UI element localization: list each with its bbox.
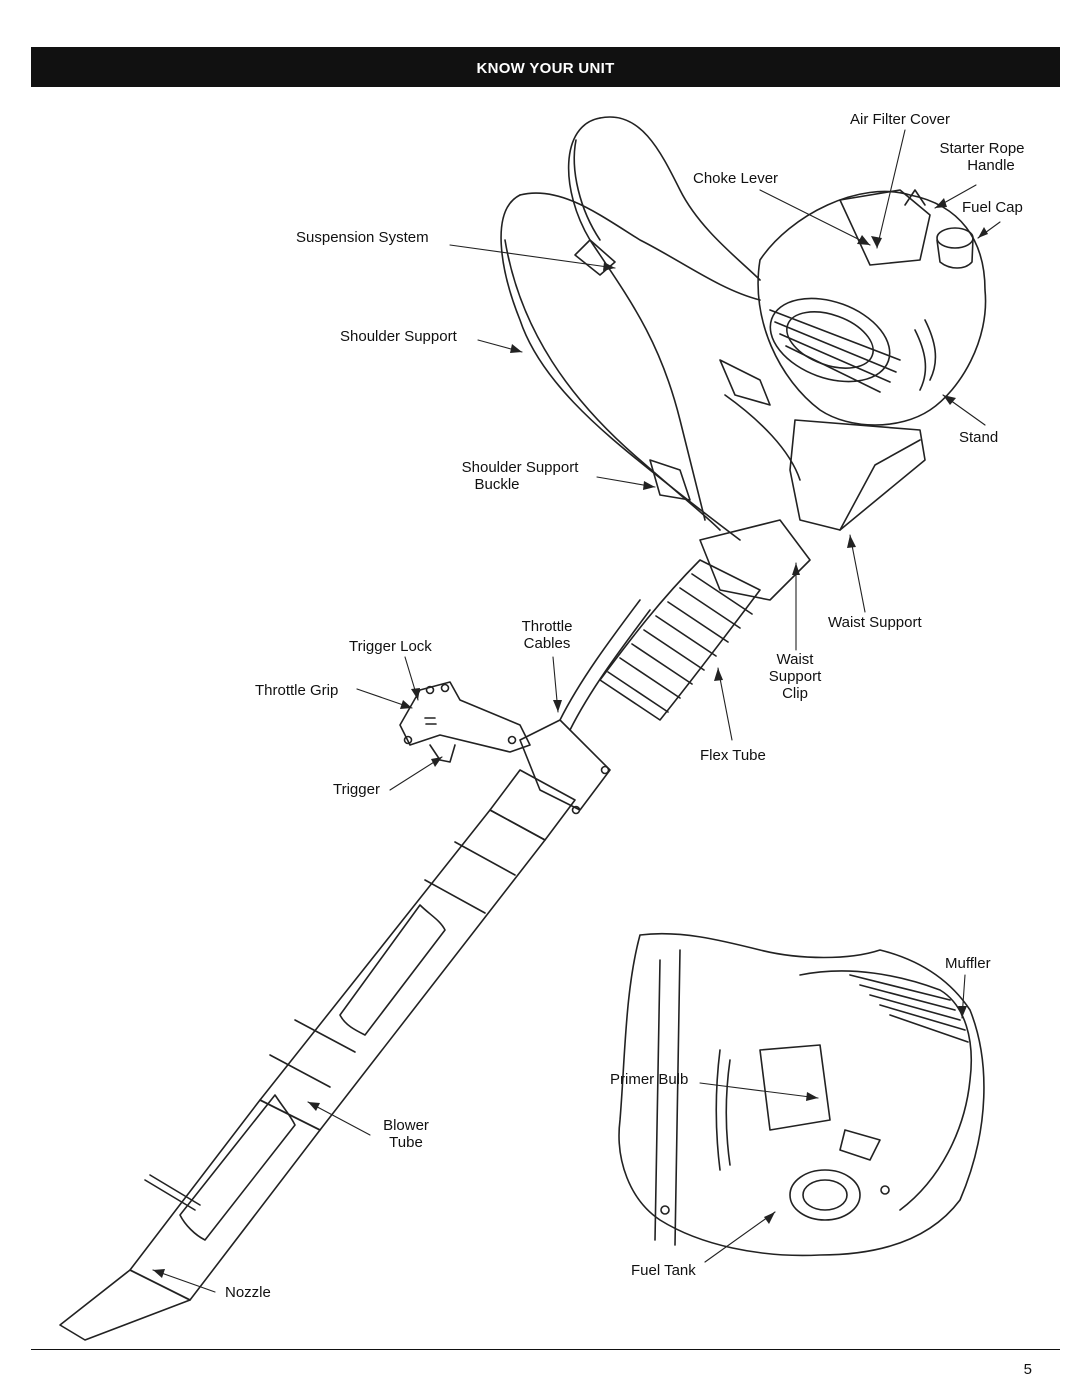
label-trigger: Trigger (333, 781, 380, 798)
label-shoulder-support-buckle: Shoulder Support Buckle (452, 459, 588, 493)
harness-illustration (500, 116, 801, 541)
label-buckle-line1: Shoulder Support (461, 459, 579, 476)
label-throttle-cables-line2: Cables (523, 635, 571, 652)
label-fuel-tank: Fuel Tank (631, 1262, 696, 1279)
label-shoulder-support: Shoulder Support (340, 328, 457, 345)
label-blower-tube: Blower Tube (376, 1117, 436, 1151)
blower-tube-illustration (59, 719, 611, 1341)
leader-arrowheads (153, 198, 988, 1278)
leader-lines (152, 129, 1001, 1293)
label-suspension-system: Suspension System (296, 229, 429, 246)
label-starter-rope-line1: Starter Rope (939, 140, 1025, 157)
label-trigger-lock: Trigger Lock (349, 638, 432, 655)
label-muffler: Muffler (945, 955, 991, 972)
label-buckle-line2: Buckle (474, 476, 520, 493)
label-blower-tube-line1: Blower (383, 1117, 429, 1134)
label-starter-rope-handle: Starter Rope Handle (930, 140, 1034, 174)
footer-rule (31, 1349, 1060, 1350)
label-throttle-cables: Throttle Cables (513, 618, 581, 652)
flex-tube-illustration (559, 519, 811, 731)
label-blower-tube-line2: Tube (389, 1134, 423, 1151)
throttle-grip-illustration (399, 681, 531, 763)
label-waist-clip-line1: Waist (776, 651, 814, 668)
engine-illustration (757, 189, 987, 531)
label-choke-lever: Choke Lever (693, 170, 779, 187)
section-title: KNOW YOUR UNIT (476, 60, 615, 77)
label-waist-clip-line2: Support (768, 668, 822, 685)
label-stand: Stand (959, 429, 999, 446)
label-waist-clip-line3: Clip (782, 685, 808, 702)
label-air-filter-cover: Air Filter Cover (850, 111, 951, 128)
label-waist-support-clip: Waist Support Clip (762, 651, 828, 702)
label-nozzle: Nozzle (225, 1284, 271, 1301)
label-throttle-cables-line1: Throttle (521, 618, 573, 635)
label-primer-bulb: Primer Bulb (610, 1071, 689, 1088)
section-header: KNOW YOUR UNIT (31, 47, 1060, 87)
label-flex-tube: Flex Tube (700, 747, 766, 764)
label-throttle-grip: Throttle Grip (255, 682, 339, 699)
page-number: 5 (1023, 1361, 1032, 1378)
label-fuel-cap: Fuel Cap (962, 199, 1023, 216)
label-waist-support: Waist Support (828, 614, 922, 631)
inset-illustration (618, 932, 985, 1257)
label-starter-rope-line2: Handle (967, 157, 1015, 174)
